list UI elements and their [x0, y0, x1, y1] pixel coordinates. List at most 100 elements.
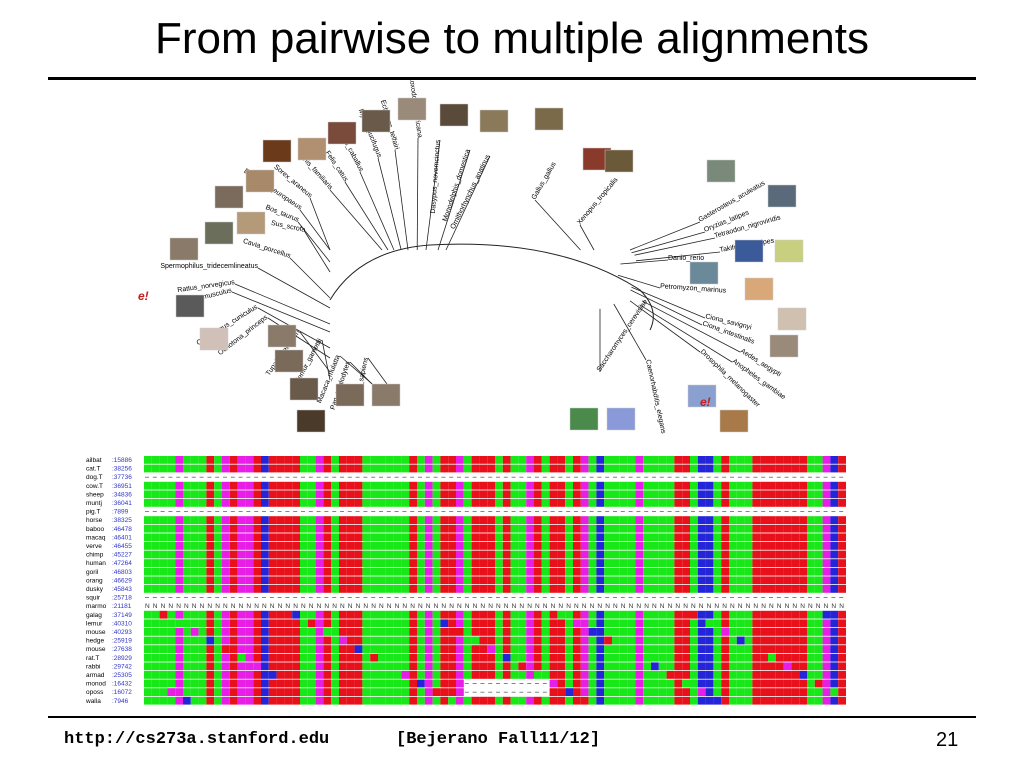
base-cell: [744, 671, 753, 679]
base-cell: [627, 619, 636, 628]
base-cell: [760, 696, 768, 705]
species-label: Spermophilus_tridecemlineatus: [160, 263, 258, 270]
base-cell: [807, 516, 815, 524]
base-cell: [190, 533, 199, 542]
base-cell: [729, 671, 737, 679]
base-cell: [144, 542, 152, 550]
n-cell: N: [324, 603, 329, 610]
base-cell: [635, 567, 644, 576]
base-cell: [549, 679, 558, 688]
base-cell: [682, 671, 690, 679]
base-cell: [346, 464, 355, 473]
base-cell: [331, 619, 339, 628]
base-cell: [151, 679, 160, 688]
base-cell: [245, 619, 254, 628]
tree-branch: [634, 237, 716, 256]
base-cell: [354, 559, 363, 567]
base-cell: [448, 628, 456, 636]
base-cell: [565, 490, 573, 499]
species-row-name: macaq: [86, 534, 106, 541]
base-cell: [830, 481, 839, 490]
base-cell: [339, 490, 347, 499]
base-cell: [370, 662, 378, 671]
base-cell: [307, 567, 316, 576]
base-cell: [331, 636, 339, 645]
n-cell: N: [145, 603, 150, 610]
base-cell: [315, 653, 324, 662]
base-cell: [495, 662, 503, 671]
base-cell: [401, 619, 410, 628]
base-cell: [284, 456, 293, 464]
base-cell: [580, 671, 589, 679]
base-cell: [783, 653, 792, 662]
base-cell: [323, 610, 332, 619]
base-cell: [268, 542, 277, 550]
base-cell: [409, 585, 417, 593]
base-cell: [432, 653, 441, 662]
alignment-row: [144, 524, 846, 533]
base-cell: [222, 662, 230, 671]
phylogenetic-tree: Spermophilus_tridecemlineatusRattus_norv…: [138, 76, 807, 435]
base-cell: [378, 490, 386, 499]
base-cell: [534, 636, 542, 645]
base-cell: [144, 464, 152, 473]
base-cell: [245, 645, 254, 653]
base-cell: [214, 533, 222, 542]
species-label: Saccharomyces_cerevisiae: [596, 298, 650, 373]
base-cell: [651, 619, 659, 628]
base-cell: [682, 464, 690, 473]
base-cell: [666, 679, 675, 688]
base-cell: [830, 679, 839, 688]
base-cell: [471, 567, 480, 576]
base-cell: [736, 464, 745, 473]
base-cell: [565, 653, 573, 662]
base-cell: [799, 619, 807, 628]
base-cell: [643, 499, 651, 507]
base-cell: [705, 610, 714, 619]
base-cell: [814, 516, 823, 524]
base-cell: [588, 490, 597, 499]
base-cell: [440, 542, 449, 550]
base-cell: [354, 456, 363, 464]
species-photo: [706, 159, 736, 183]
base-cell: [409, 679, 417, 688]
base-cell: [580, 456, 589, 464]
base-cell: [167, 567, 176, 576]
base-cell: [385, 662, 394, 671]
base-cell: [417, 576, 425, 585]
base-cell: [534, 464, 542, 473]
base-cell: [557, 516, 566, 524]
base-cell: [768, 619, 776, 628]
base-cell: [697, 481, 706, 490]
base-cell: [830, 671, 839, 679]
base-cell: [830, 585, 839, 593]
base-cell: [284, 576, 293, 585]
base-cell: [339, 576, 347, 585]
base-cell: [612, 619, 620, 628]
base-cell: [612, 636, 620, 645]
base-cell: [253, 576, 261, 585]
base-cell: [573, 653, 581, 662]
base-cell: [729, 542, 737, 550]
species-photo: [439, 103, 469, 127]
base-cell: [401, 628, 410, 636]
base-cell: [448, 567, 456, 576]
base-cell: [331, 550, 339, 559]
base-cell: [526, 464, 534, 473]
base-cell: [167, 653, 176, 662]
base-cell: [526, 619, 534, 628]
base-cell: [144, 559, 152, 567]
base-cell: [518, 456, 527, 464]
base-cell: [705, 490, 714, 499]
base-cell: [409, 490, 417, 499]
base-cell: [175, 645, 183, 653]
base-cell: [791, 490, 800, 499]
base-cell: [549, 490, 558, 499]
base-cell: [502, 585, 511, 593]
base-cell: [339, 645, 347, 653]
base-cell: [713, 481, 722, 490]
base-cell: [736, 628, 745, 636]
base-cell: [417, 533, 425, 542]
base-cell: [799, 481, 807, 490]
base-cell: [253, 524, 261, 533]
